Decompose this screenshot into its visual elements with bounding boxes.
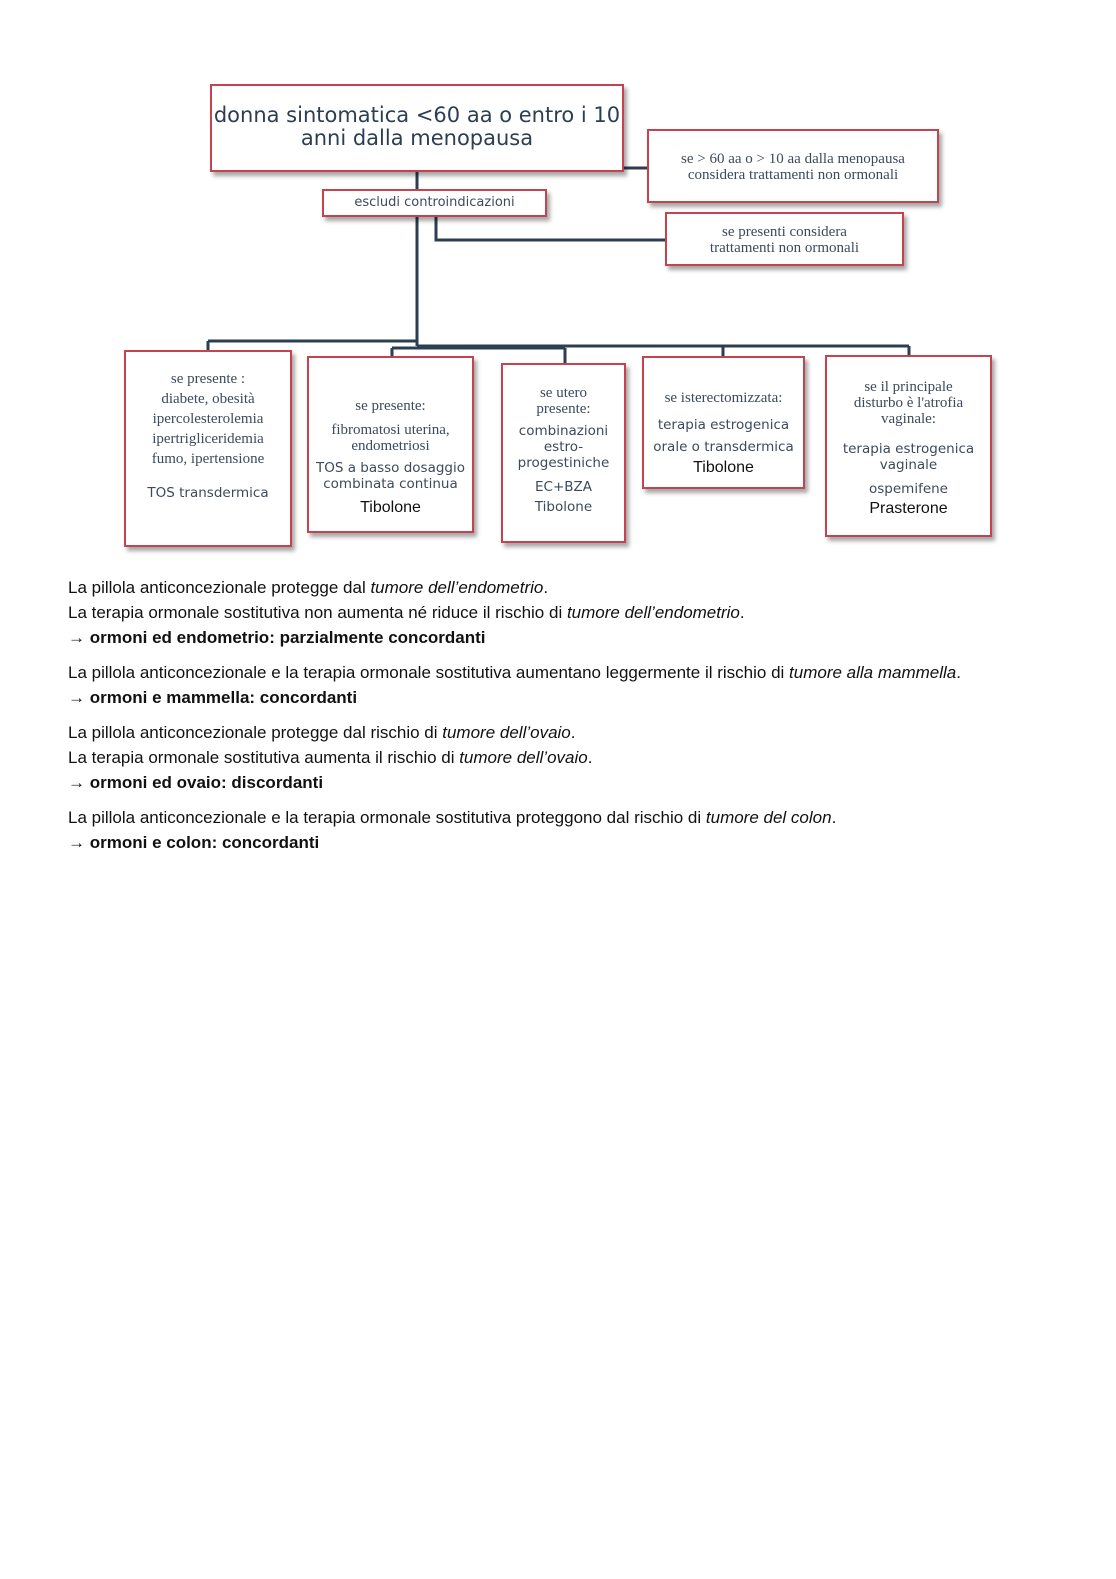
arrow-icon: → bbox=[68, 628, 85, 647]
conclusion: → ormoni ed ovaio: discordanti bbox=[68, 773, 324, 792]
node-late-menopause: se > 60 aa o > 10 aa dalla menopausa con… bbox=[647, 129, 939, 203]
leaf-2-line: endometriosi bbox=[351, 438, 430, 454]
flowchart-connectors bbox=[206, 166, 911, 363]
late-line-1: se > 60 aa o > 10 aa dalla menopausa bbox=[681, 151, 905, 167]
sentence: La pillola anticoncezionale protegge dal… bbox=[68, 723, 576, 742]
connector-side-contra bbox=[434, 217, 665, 242]
arrow-icon: → bbox=[68, 773, 85, 792]
conclusion: → ormoni e mammella: concordanti bbox=[68, 688, 358, 707]
notes-text: La pillola anticoncezionale protegge dal… bbox=[68, 575, 1058, 865]
root-line-2: anni dalla menopausa bbox=[300, 126, 534, 150]
arrow-icon: → bbox=[68, 688, 85, 707]
leaf-3-treatment: combinazioni bbox=[518, 423, 609, 439]
node-exclude-contraindications: escludi controindicazioni bbox=[322, 189, 547, 217]
leaf-3-line: presente: bbox=[536, 401, 591, 417]
leaf-1-line: diabete, obesità bbox=[161, 391, 255, 407]
leaf-5-treatment: terapia estrogenica bbox=[842, 441, 975, 457]
leaf-risk-factors: se presente : diabete, obesità ipercoles… bbox=[124, 350, 292, 547]
root-node: donna sintomatica <60 aa o entro i 10 an… bbox=[210, 84, 624, 172]
leaf-2-treatment: TOS a basso dosaggio bbox=[315, 460, 466, 476]
leaf-3-treatment: Tibolone bbox=[534, 499, 593, 515]
late-line-2: considera trattamenti non ormonali bbox=[687, 167, 899, 183]
leaf-5-extra: Prasterone bbox=[869, 500, 948, 517]
flowchart: donna sintomatica <60 aa o entro i 10 an… bbox=[0, 0, 1116, 560]
leaf-2-line: fibromatosi uterina, bbox=[331, 422, 450, 438]
leaf-4-treatment: orale o transdermica bbox=[653, 439, 794, 455]
leaf-2-extra: Tibolone bbox=[360, 499, 421, 516]
leaf-5-line: vaginale: bbox=[881, 411, 936, 427]
leaf-1-line: ipercolesterolemia bbox=[152, 411, 264, 427]
leaf-5-treatment: ospemifene bbox=[869, 481, 948, 497]
leaf-1-line: fumo, ipertensione bbox=[151, 451, 265, 467]
paragraph-breast: La pillola anticoncezionale e la terapia… bbox=[68, 660, 1058, 710]
root-line-1: donna sintomatica <60 aa o entro i 10 bbox=[213, 103, 621, 127]
sentence: La terapia ormonale sostitutiva non aume… bbox=[68, 603, 745, 622]
sentence: La terapia ormonale sostitutiva aumenta … bbox=[68, 748, 593, 767]
conclusion: → ormoni ed endometrio: parzialmente con… bbox=[68, 628, 486, 647]
contra-line-2: trattamenti non ormonali bbox=[709, 240, 860, 256]
leaf-2-treatment: combinata continua bbox=[323, 476, 458, 492]
leaf-4-line: se isterectomizzata: bbox=[664, 390, 783, 406]
leaf-1-treatment: TOS transdermica bbox=[147, 485, 269, 501]
sentence: La pillola anticoncezionale e la terapia… bbox=[68, 663, 961, 682]
leaf-5-line: se il principale bbox=[864, 379, 953, 395]
leaf-5-line: disturbo è l'atrofia bbox=[853, 395, 964, 411]
leaf-uterus-present: se utero presente: combinazioni estro- p… bbox=[501, 363, 626, 543]
leaf-3-line: se utero bbox=[539, 385, 588, 401]
leaf-1-line: ipertrigliceridemia bbox=[152, 431, 264, 447]
sentence: La pillola anticoncezionale protegge dal… bbox=[68, 578, 549, 597]
sentence: La pillola anticoncezionale e la terapia… bbox=[68, 808, 837, 827]
leaf-hysterectomy: se isterectomizzata: terapia estrogenica… bbox=[642, 356, 805, 489]
leaf-4-extra: Tibolone bbox=[693, 459, 754, 476]
node-contraindications-present: se presenti considera trattamenti non or… bbox=[665, 212, 904, 266]
leaf-3-treatment: EC+BZA bbox=[534, 479, 592, 495]
paragraph-colon: La pillola anticoncezionale e la terapia… bbox=[68, 805, 1058, 855]
leaf-3-treatment: estro- bbox=[543, 439, 584, 455]
leaf-3-treatment: progestiniche bbox=[517, 455, 610, 471]
conclusion: → ormoni e colon: concordanti bbox=[68, 833, 320, 852]
leaf-1-line: se presente : bbox=[170, 371, 246, 387]
contra-line-1: se presenti considera bbox=[722, 224, 847, 240]
paragraph-endometrium: La pillola anticoncezionale protegge dal… bbox=[68, 575, 1058, 650]
leaf-2-line: se presente: bbox=[355, 398, 426, 414]
arrow-icon: → bbox=[68, 833, 85, 852]
leaf-fibromatosis: se presente: fibromatosi uterina, endome… bbox=[307, 356, 474, 533]
leaf-vaginal-atrophy: se il principale disturbo è l'atrofia va… bbox=[825, 355, 992, 537]
leaf-4-treatment: terapia estrogenica bbox=[657, 417, 790, 433]
paragraph-ovary: La pillola anticoncezionale protegge dal… bbox=[68, 720, 1058, 795]
leaf-5-treatment: vaginale bbox=[879, 457, 938, 473]
